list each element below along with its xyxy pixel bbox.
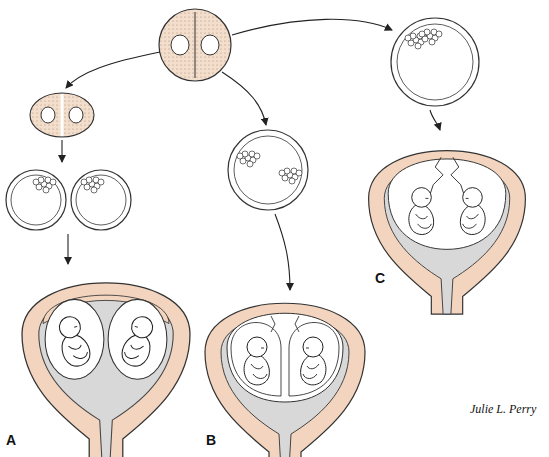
artist-signature: Julie L. Perry <box>470 402 536 417</box>
panel-letter: A <box>6 432 16 448</box>
panel-letter: B <box>206 432 216 448</box>
panel-letter: C <box>375 270 385 286</box>
